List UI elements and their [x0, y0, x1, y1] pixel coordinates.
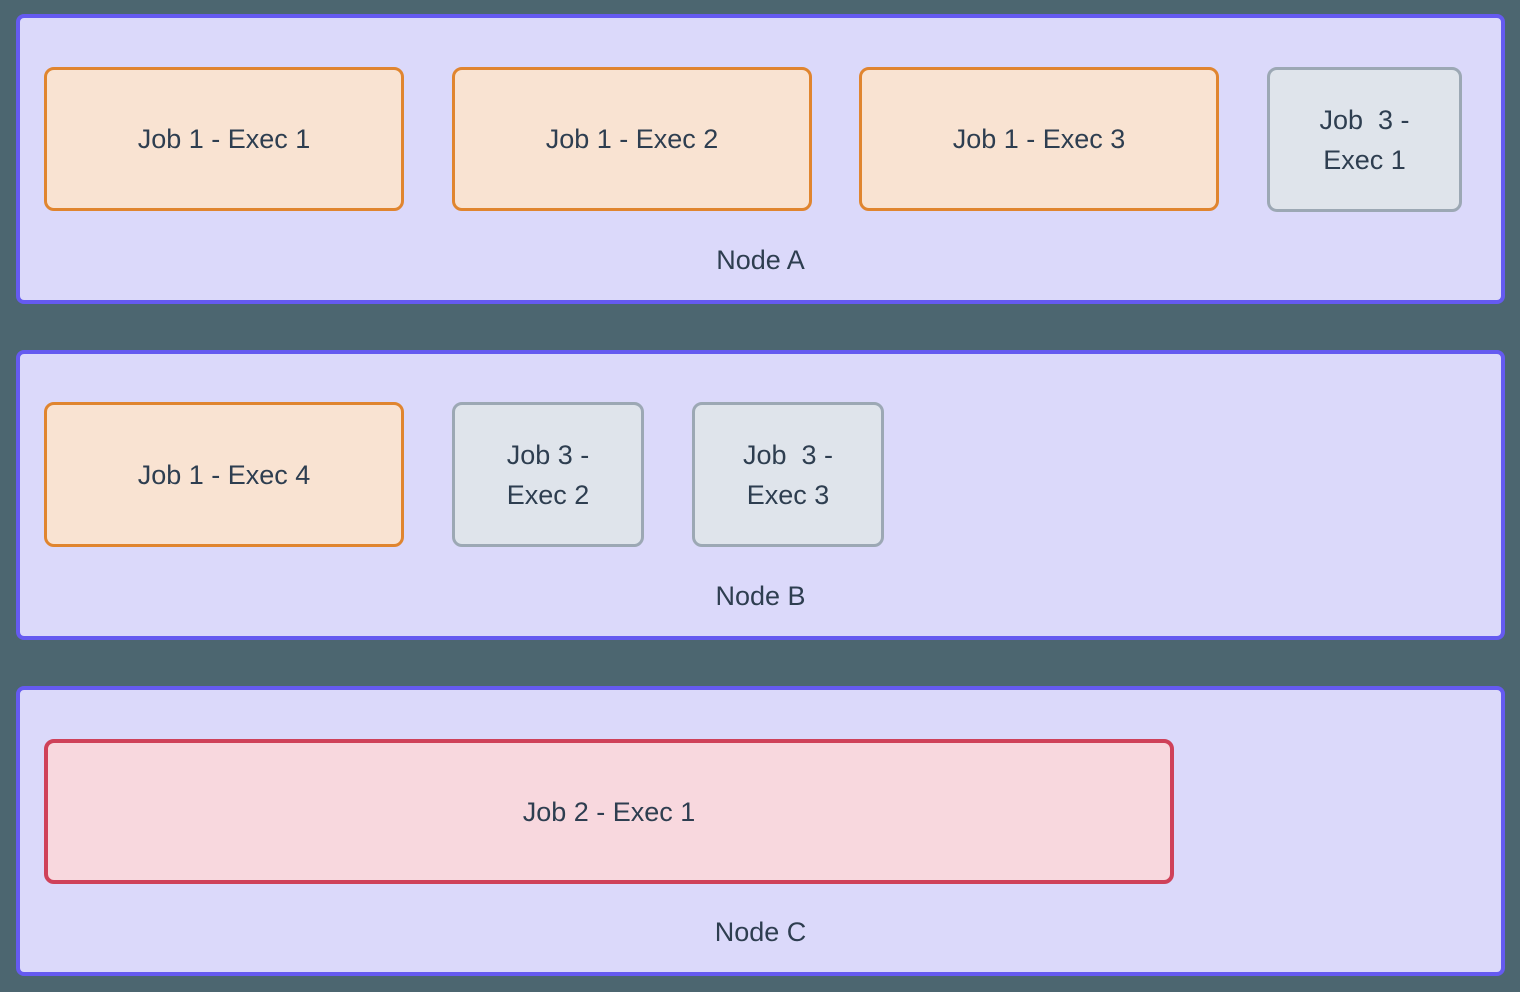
- executor-box-job2-exec1: Job 2 - Exec 1: [44, 739, 1174, 884]
- node-a-label: Node A: [716, 245, 805, 275]
- executor-label-line2: Exec 2: [506, 479, 590, 510]
- executor-label-line2: Exec 3: [746, 479, 830, 510]
- executor-box-job1-exec1: Job 1 - Exec 1: [44, 67, 404, 211]
- executor-box-job3-exec3: Job 3 - Exec 3: [692, 402, 884, 547]
- node-c-label: Node C: [714, 917, 807, 947]
- executor-box-job1-exec2: Job 1 - Exec 2: [452, 67, 812, 211]
- executor-box-job1-exec3: Job 1 - Exec 3: [859, 67, 1219, 211]
- node-a-container: Job 1 - Exec 1 Job 1 - Exec 2 Job 1 - Ex…: [16, 14, 1505, 304]
- executor-label: Job 1 - Exec 4: [137, 459, 311, 490]
- executor-label: Job 1 - Exec 3: [952, 124, 1126, 154]
- executor-box-job3-exec2: Job 3 - Exec 2: [452, 402, 644, 547]
- executor-box-job3-exec1: Job 3 - Exec 1: [1267, 67, 1462, 212]
- executor-label-line1: Job 3 -: [506, 439, 590, 470]
- executor-label: Job 1 - Exec 1: [137, 124, 311, 154]
- node-c-container: Job 2 - Exec 1 Node C: [16, 686, 1505, 976]
- node-b-container: Job 1 - Exec 4 Job 3 - Exec 2 Job 3 - Ex…: [16, 350, 1505, 640]
- node-b-label: Node B: [715, 581, 806, 611]
- executor-label: Job 1 - Exec 2: [545, 124, 719, 154]
- executor-label: Job 2 - Exec 1: [522, 796, 696, 827]
- executor-box-job1-exec4: Job 1 - Exec 4: [44, 402, 404, 547]
- executor-label-line2: Exec 1: [1323, 144, 1406, 175]
- executor-label-line1: Job 3 -: [1319, 104, 1410, 135]
- executor-label-line1: Job 3 -: [742, 439, 834, 470]
